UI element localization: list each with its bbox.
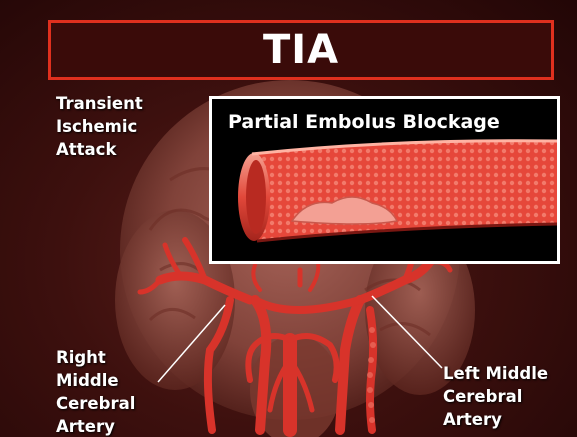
left-mca-line: Left Middle — [443, 362, 548, 385]
right-mca-line: Middle — [56, 369, 135, 392]
slide-title: TIA — [263, 27, 339, 73]
left-mca-line: Cerebral — [443, 385, 548, 408]
inset-title: Partial Embolus Blockage — [228, 111, 500, 133]
right-mca-line: Right — [56, 346, 135, 369]
embolus-inset: Partial Embolus Blockage — [209, 96, 560, 264]
acronym-line: Ischemic — [56, 115, 143, 138]
acronym-line: Transient — [56, 92, 143, 115]
right-mca-line: Cerebral — [56, 392, 135, 415]
left-mca-line: Artery — [443, 408, 548, 431]
acronym-line: Attack — [56, 138, 143, 161]
left-mca-label: Left Middle Cerebral Artery — [443, 362, 548, 431]
right-mca-label: Right Middle Cerebral Artery — [56, 346, 135, 437]
title-box: TIA — [48, 20, 554, 80]
acronym-expansion: Transient Ischemic Attack — [56, 92, 143, 161]
right-mca-line: Artery — [56, 415, 135, 437]
